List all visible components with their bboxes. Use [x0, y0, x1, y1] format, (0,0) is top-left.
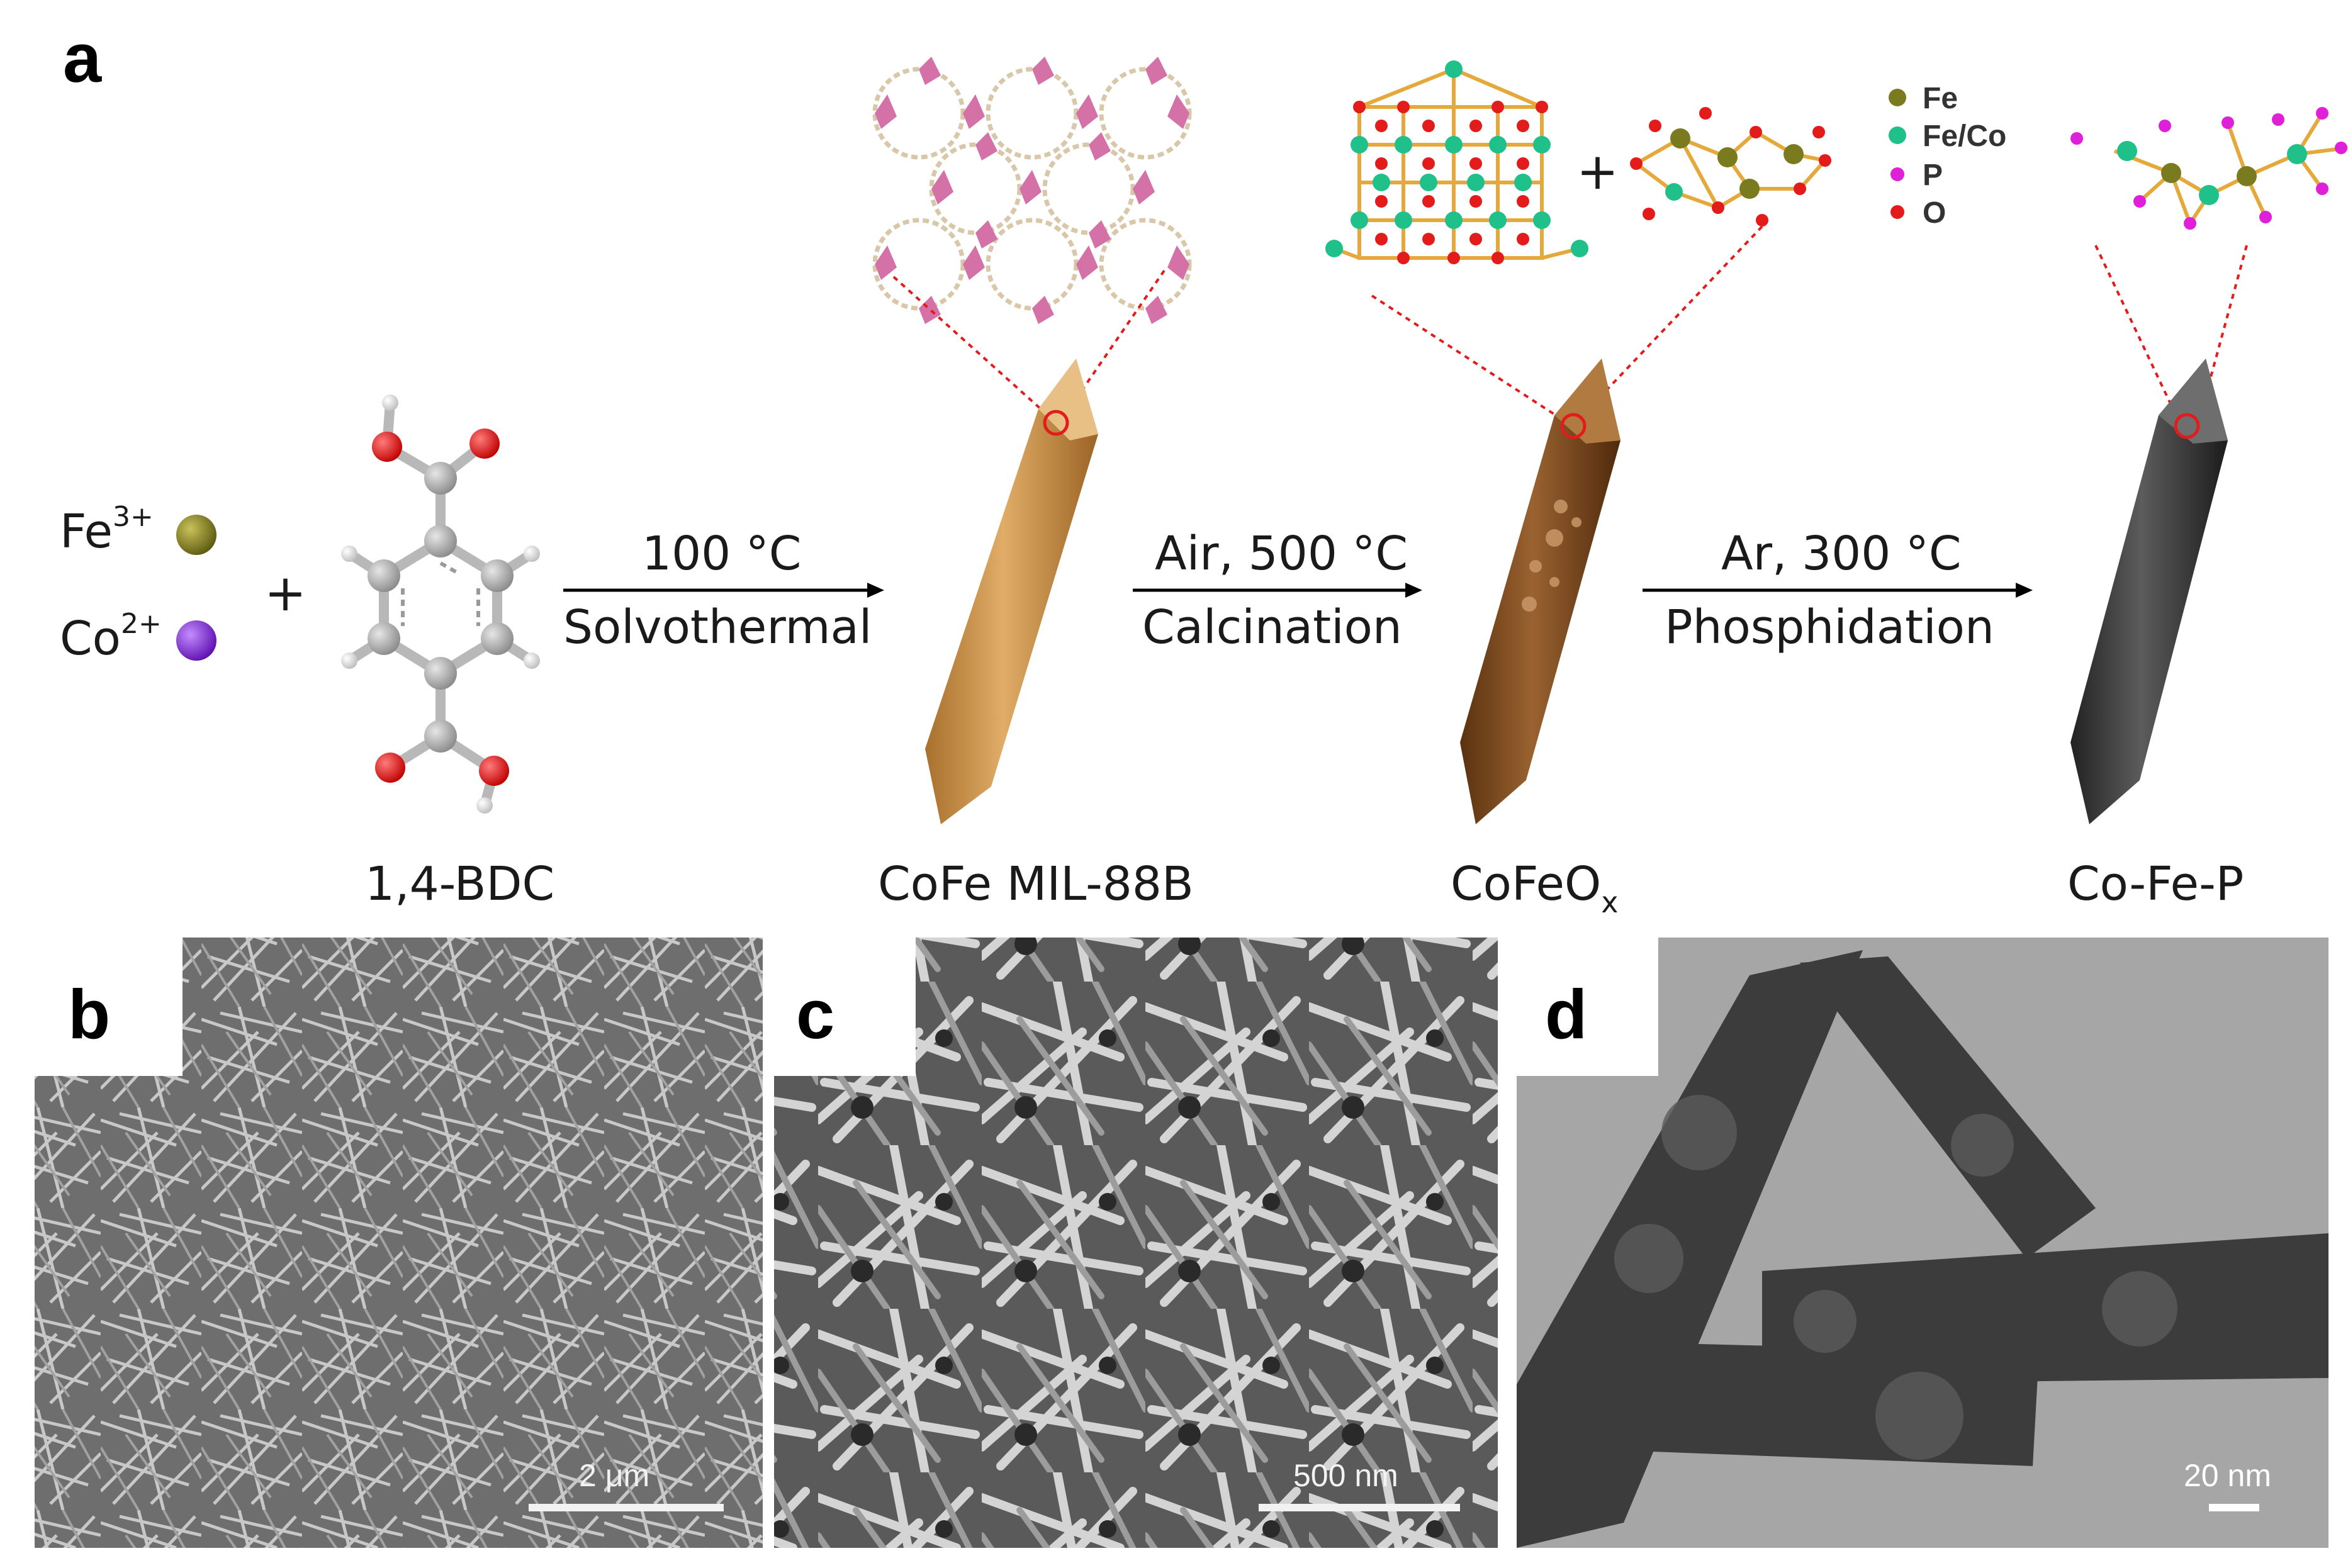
oxide-spinel-structure	[1325, 60, 1588, 264]
step-2-condition: Air, 500 °C	[1155, 527, 1408, 581]
legend-fe-swatch	[1889, 89, 1906, 106]
panel-label-c: c	[796, 976, 834, 1053]
legend-o-label: O	[1923, 196, 1946, 230]
scale-label-b: 2 μm	[579, 1458, 649, 1493]
legend-feco-label: Fe/Co	[1923, 120, 2006, 153]
bdc-atoms	[341, 395, 540, 814]
oxide-cluster-structure	[1630, 107, 1831, 227]
co-ion-group: Co2+	[60, 608, 216, 666]
legend-feco-swatch	[1889, 126, 1906, 144]
step-2-process: Calcination	[1142, 600, 1402, 654]
scale-label-d: 20 nm	[2184, 1458, 2271, 1493]
fe-ion-sphere	[176, 515, 216, 555]
mof-zoom-lines	[892, 269, 1166, 417]
fe-ion-label: Fe3+	[60, 501, 154, 559]
fe-ion-group: Fe3+	[60, 501, 216, 559]
step-3-condition: Ar, 300 °C	[1721, 527, 1962, 581]
oxide-name: CoFeOx	[1451, 857, 1618, 919]
scale-label-c: 500 nm	[1293, 1458, 1398, 1493]
scale-bar-b	[529, 1504, 724, 1511]
step-1-condition: 100 °C	[642, 527, 801, 581]
panel-label-a: a	[63, 20, 102, 97]
mof-highlight-circle	[1043, 410, 1069, 436]
scale-bar-c	[1259, 1504, 1460, 1511]
legend-p-swatch	[1890, 167, 1904, 181]
panel-label-d: d	[1545, 976, 1587, 1053]
legend-o-swatch	[1890, 205, 1904, 219]
oxide-zoom-lines	[1371, 225, 1763, 420]
panel-label-b: b	[68, 976, 110, 1053]
plus-sign-ions: +	[264, 564, 306, 622]
phosphide-structure	[2070, 107, 2348, 230]
phosphide-highlight-circle	[2174, 413, 2200, 439]
plus-sign-oxide: +	[1576, 142, 1619, 201]
legend-p-label: P	[1923, 159, 1943, 192]
co-ion-label: Co2+	[60, 608, 162, 666]
phosphide-name: Co-Fe-P	[2067, 857, 2244, 911]
co-ion-sphere	[176, 620, 216, 661]
legend-fe-label: Fe	[1923, 82, 1958, 115]
panel-b-sem-image: 2 μm	[35, 938, 763, 1548]
step-1-process: Solvothermal	[563, 600, 872, 654]
arrow-step-3: Ar, 300 °C Phosphidation	[1643, 527, 2033, 654]
mof-name: CoFe MIL-88B	[878, 857, 1194, 911]
panel-d-tem-image: 20 nm	[1517, 938, 2328, 1548]
panel-c-sem-image: 500 nm	[774, 938, 1498, 1548]
scale-bar-d	[2209, 1504, 2259, 1511]
linker-name: 1,4-BDC	[365, 857, 554, 911]
oxide-highlight-circle	[1560, 413, 1587, 439]
atom-legend: Fe Fe/Co P O	[1889, 82, 2006, 230]
mof-rod	[925, 359, 1098, 824]
oxide-rod	[1460, 359, 1621, 824]
arrow-step-1: 100 °C Solvothermal	[563, 527, 884, 654]
mof-framework-structure	[872, 57, 1192, 324]
phosphide-rod	[2070, 359, 2228, 824]
arrow-step-2: Air, 500 °C Calcination	[1133, 527, 1422, 654]
phosphide-zoom-lines	[2094, 245, 2248, 419]
step-3-process: Phosphidation	[1665, 600, 1994, 654]
